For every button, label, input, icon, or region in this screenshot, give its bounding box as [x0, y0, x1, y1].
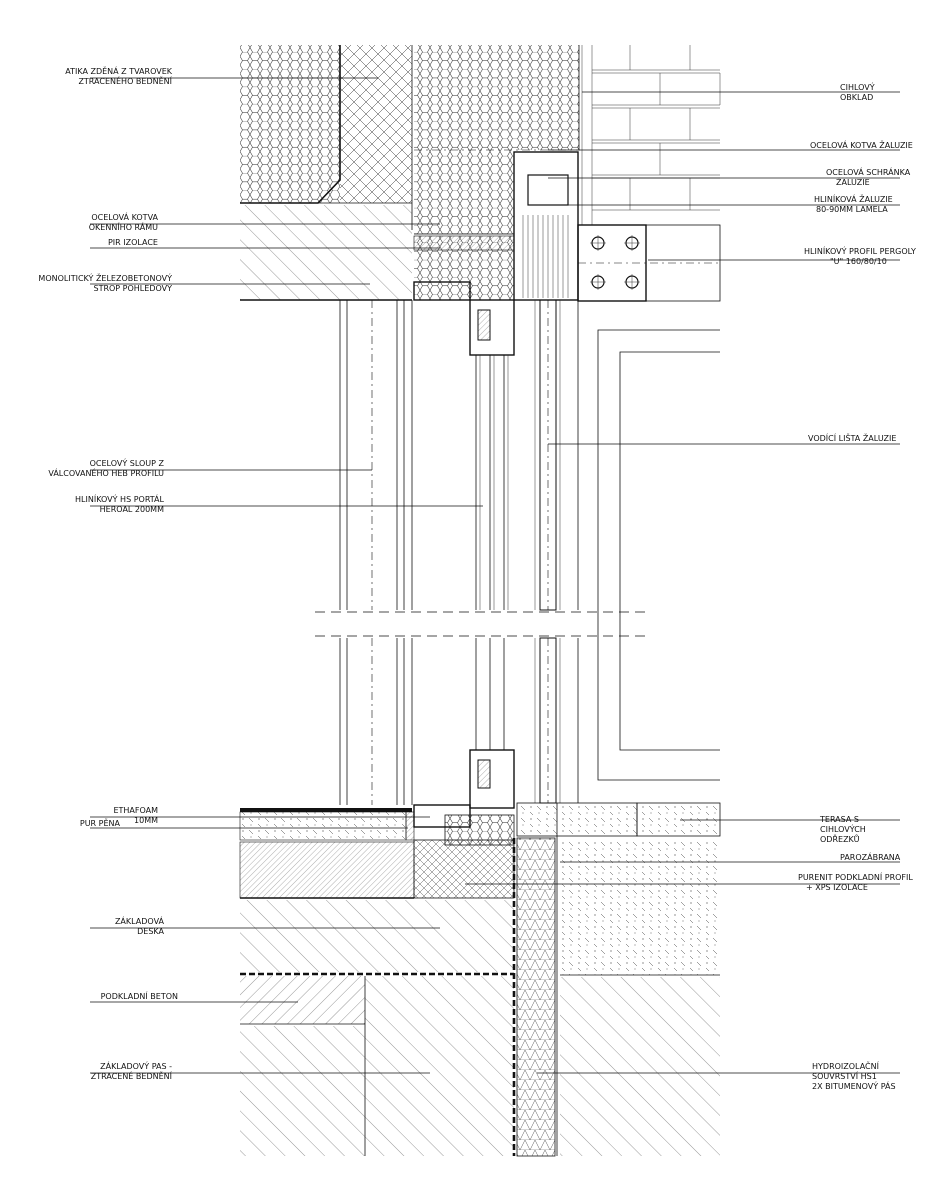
terrace — [516, 802, 721, 1156]
leader-lines-right — [465, 91, 900, 1074]
hs-portal — [413, 281, 515, 828]
label-zaluzie-1: HLINÍKOVÁ ŽALUZIE — [814, 193, 893, 204]
label-strop-1: MONOLITICKÝ ŽELEZOBETONOVÝ — [38, 272, 172, 283]
labels-left: ATIKA ZDĚNÁ Z TVAROVEK ZTRACENÉHO BEDNĚN… — [38, 65, 178, 1081]
label-strop-2: STROP POHLEDOVÝ — [93, 282, 172, 293]
break-line — [315, 611, 645, 637]
label-ethafoam-1: ETHAFOAM — [113, 806, 158, 815]
foundation-slab — [240, 900, 514, 976]
sub-concrete — [240, 976, 365, 1025]
label-obklad-2: OBKLAD — [840, 93, 873, 102]
label-pir: PIR IZOLACE — [108, 238, 158, 247]
label-deska-1: ZÁKLADOVÁ — [115, 915, 165, 926]
hydro-insulation — [512, 837, 556, 1157]
label-pas-2: ZTRACENÉ BEDNĚNÍ — [91, 1070, 173, 1081]
purenit-xps — [413, 814, 515, 899]
floor-layers — [239, 808, 415, 899]
label-parozabrana: PAROZÁBRANA — [840, 851, 901, 862]
label-zaluzie-2: 80-90MM LAMELA — [816, 205, 888, 214]
label-purenit-2: + XPS IZOLACE — [806, 883, 868, 892]
label-hydro-2: SOUVRSTVÍ HS1 — [812, 1070, 877, 1081]
label-hydro-3: 2X BITUMENOVÝ PÁS — [812, 1080, 896, 1091]
label-hydro-1: HYDROIZOLAČNÍ — [812, 1060, 880, 1071]
label-beton: PODKLADNÍ BETON — [101, 990, 178, 1001]
label-purenit-1: PURENIT PODKLADNÍ PROFIL — [798, 871, 913, 882]
label-kotva-ramu-2: OKENNÍHO RÁMU — [89, 221, 158, 232]
label-pergola-2: "U" 160/80/10 — [830, 257, 887, 266]
label-ethafoam-2: 10MM — [134, 816, 158, 825]
label-kotva-zaluzie: OCELOVÁ KOTVA ŽALUZIE — [810, 139, 913, 150]
blind-box — [513, 151, 579, 301]
label-atika-2: ZTRACENÉHO BEDNĚNÍ — [78, 75, 172, 86]
atika-wall — [240, 45, 413, 230]
label-pergola-1: HLINÍKOVÝ PROFIL PERGOLY — [804, 245, 916, 256]
label-terasa-2: CIHLOVÝCH — [820, 823, 866, 834]
label-schranka-2: ŽALUZIE — [836, 176, 870, 187]
leader-lines-left — [90, 77, 483, 1074]
pergola-frame — [577, 300, 720, 803]
label-pur: PUR PĚNA — [80, 817, 121, 828]
labels-right: CIHLOVÝ OBKLAD OCELOVÁ KOTVA ŽALUZIE OCE… — [798, 81, 916, 1091]
label-deska-2: DESKA — [137, 927, 164, 936]
label-schranka-1: OCELOVÁ SCHRÁNKA — [826, 166, 911, 177]
label-portal-1: HLINÍKOVÝ HS PORTÁL — [75, 493, 165, 504]
blind-guide-rail — [534, 299, 561, 804]
steel-column — [339, 300, 413, 805]
upper-insulation — [414, 45, 580, 235]
label-lista: VODÍCÍ LIŠTA ŽALUZIE — [808, 432, 896, 443]
label-atika-1: ATIKA ZDĚNÁ Z TVAROVEK — [65, 65, 173, 76]
label-terasa-3: ODŘEZKŮ — [820, 833, 860, 844]
label-sloup-1: OCELOVÝ SLOUP Z — [90, 457, 165, 468]
label-pas-1: ZÁKLADOVÝ PAS - — [100, 1060, 172, 1071]
label-obklad-1: CIHLOVÝ — [840, 81, 875, 92]
foundation-strip — [240, 976, 514, 1156]
label-sloup-2: VÁLCOVANÉHO HEB PROFILU — [48, 467, 164, 478]
label-terasa-1: TERASA S — [819, 815, 859, 824]
pergola-profile — [577, 224, 721, 302]
soil — [560, 840, 720, 1156]
label-portal-2: HEROAL 200MM — [100, 505, 164, 514]
brick-cladding — [581, 45, 721, 225]
label-kotva-ramu-1: OCELOVÁ KOTVA — [91, 211, 158, 222]
